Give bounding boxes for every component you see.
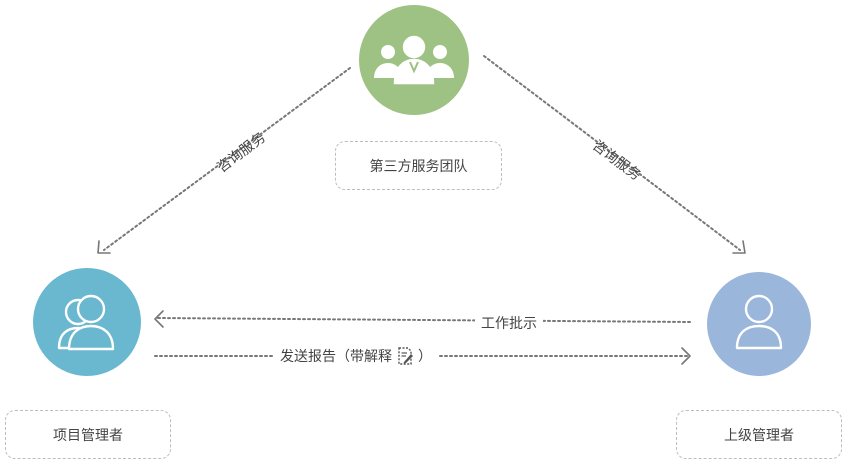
arrowhead-right-diagonal xyxy=(732,240,746,254)
work-instruction-label: 工作批示 xyxy=(475,313,543,333)
two-people-icon xyxy=(57,294,115,351)
work-instruction-line xyxy=(157,317,691,323)
send-report-text: 发送报告（带解释 xyxy=(280,349,392,365)
superior-manager-node xyxy=(707,272,811,376)
person-icon xyxy=(735,294,783,350)
arrowhead-send-report xyxy=(681,347,691,365)
project-manager-node xyxy=(33,268,141,376)
superior-manager-label: 上级管理者 xyxy=(676,410,842,459)
third-party-node xyxy=(359,5,469,115)
consult-left-line xyxy=(103,67,351,251)
arrowhead-left-diagonal xyxy=(97,240,111,254)
arrowhead-work-instruction xyxy=(154,310,164,328)
consult-right-line xyxy=(483,55,741,251)
send-report-label: 发送报告（带解释 ） xyxy=(274,346,438,366)
group-people-icon xyxy=(374,35,454,85)
send-report-close: ） xyxy=(418,349,432,365)
project-manager-label: 项目管理者 xyxy=(5,410,171,459)
document-edit-icon xyxy=(395,346,415,366)
third-party-label: 第三方服务团队 xyxy=(335,141,502,190)
